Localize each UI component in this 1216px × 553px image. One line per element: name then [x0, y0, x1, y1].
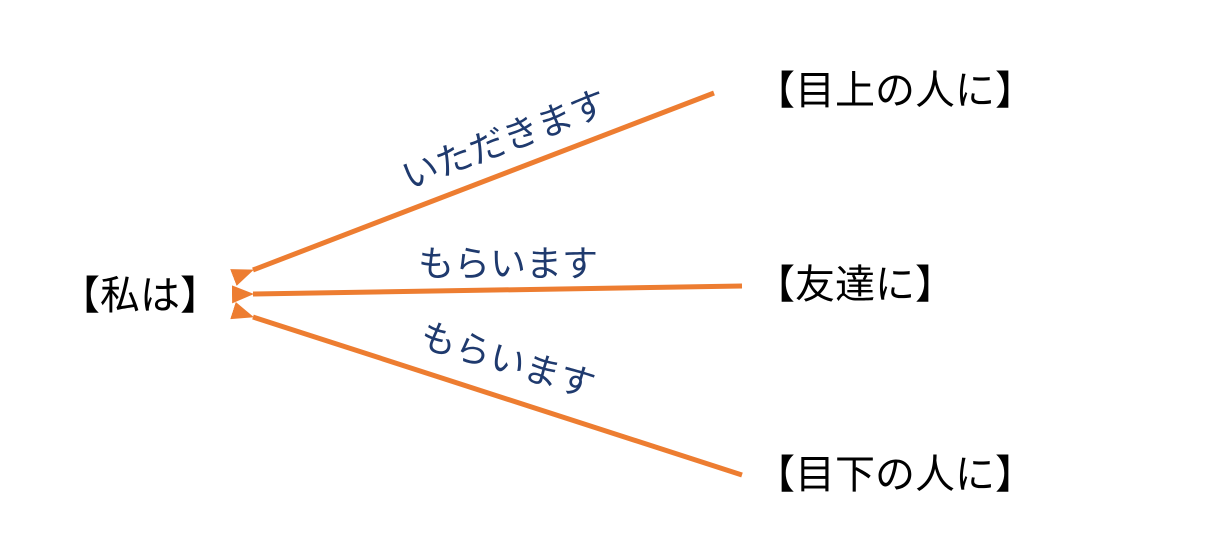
node-friend: 【友達に】: [755, 262, 955, 308]
arrow-from-superior: [230, 90, 715, 286]
node-subordinate: 【目下の人に】: [755, 452, 1035, 498]
arrow-from-subordinate: [230, 301, 743, 478]
edge-label-from-superior: いただきます: [397, 83, 613, 199]
edge-label-from-friend: もらいます: [418, 244, 598, 285]
node-me: 【私は】: [60, 273, 220, 319]
node-superior: 【目上の人に】: [755, 68, 1035, 114]
edge-label-from-subordinate: もらいます: [415, 315, 599, 407]
arrow-from-friend: [231, 283, 743, 304]
